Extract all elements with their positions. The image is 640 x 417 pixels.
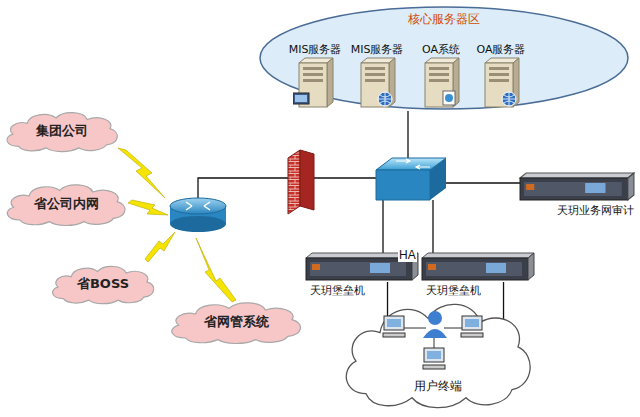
rack-device <box>518 172 636 202</box>
wires <box>198 111 520 258</box>
cloud-node: 省网管系统 <box>166 298 306 346</box>
node-label: 天玥堡垒机 <box>310 283 365 298</box>
server-node: OA服务器 <box>470 39 532 109</box>
node-label: MIS服务器 <box>346 42 408 57</box>
terminal-icons <box>380 308 490 374</box>
cloud-node: 省BOSS <box>48 262 158 306</box>
node-label: MIS服务器 <box>284 42 346 57</box>
ellipse-node: 核心服务器区MIS服务器MIS服务器OA系统OA服务器 <box>258 5 630 111</box>
ucloud-node: 用户终端 <box>338 292 538 414</box>
node-label: OA服务器 <box>470 42 532 57</box>
firewall-symbol <box>288 150 314 214</box>
device-node: 天玥堡垒机 <box>420 252 536 296</box>
node-label: 用户终端 <box>338 378 538 395</box>
server-node: MIS服务器 <box>284 39 346 109</box>
switch-symbol <box>376 158 446 200</box>
ha-label: HA <box>398 248 417 262</box>
node-label: 集团公司 <box>36 122 88 140</box>
server-icon <box>419 57 463 109</box>
node-label: 省BOSS <box>77 275 129 293</box>
node-label: 省公司内网 <box>34 195 99 213</box>
node-label: 核心服务器区 <box>258 11 630 28</box>
server-icon <box>355 57 399 109</box>
device-node: 天玥业务网审计 <box>518 172 636 220</box>
router-symbol <box>170 198 226 232</box>
cloud-node: 省公司内网 <box>2 180 130 228</box>
server-icon <box>293 57 337 109</box>
server-icon <box>479 57 523 109</box>
node-label: 天玥业务网审计 <box>557 203 634 218</box>
node-label: 省网管系统 <box>204 313 269 331</box>
cloud-node: 集团公司 <box>2 108 122 154</box>
rack-device <box>420 252 536 282</box>
server-node: OA系统 <box>410 39 472 109</box>
node-label: OA系统 <box>410 42 472 57</box>
node-label: 天玥堡垒机 <box>426 283 481 298</box>
server-node: MIS服务器 <box>346 39 408 109</box>
